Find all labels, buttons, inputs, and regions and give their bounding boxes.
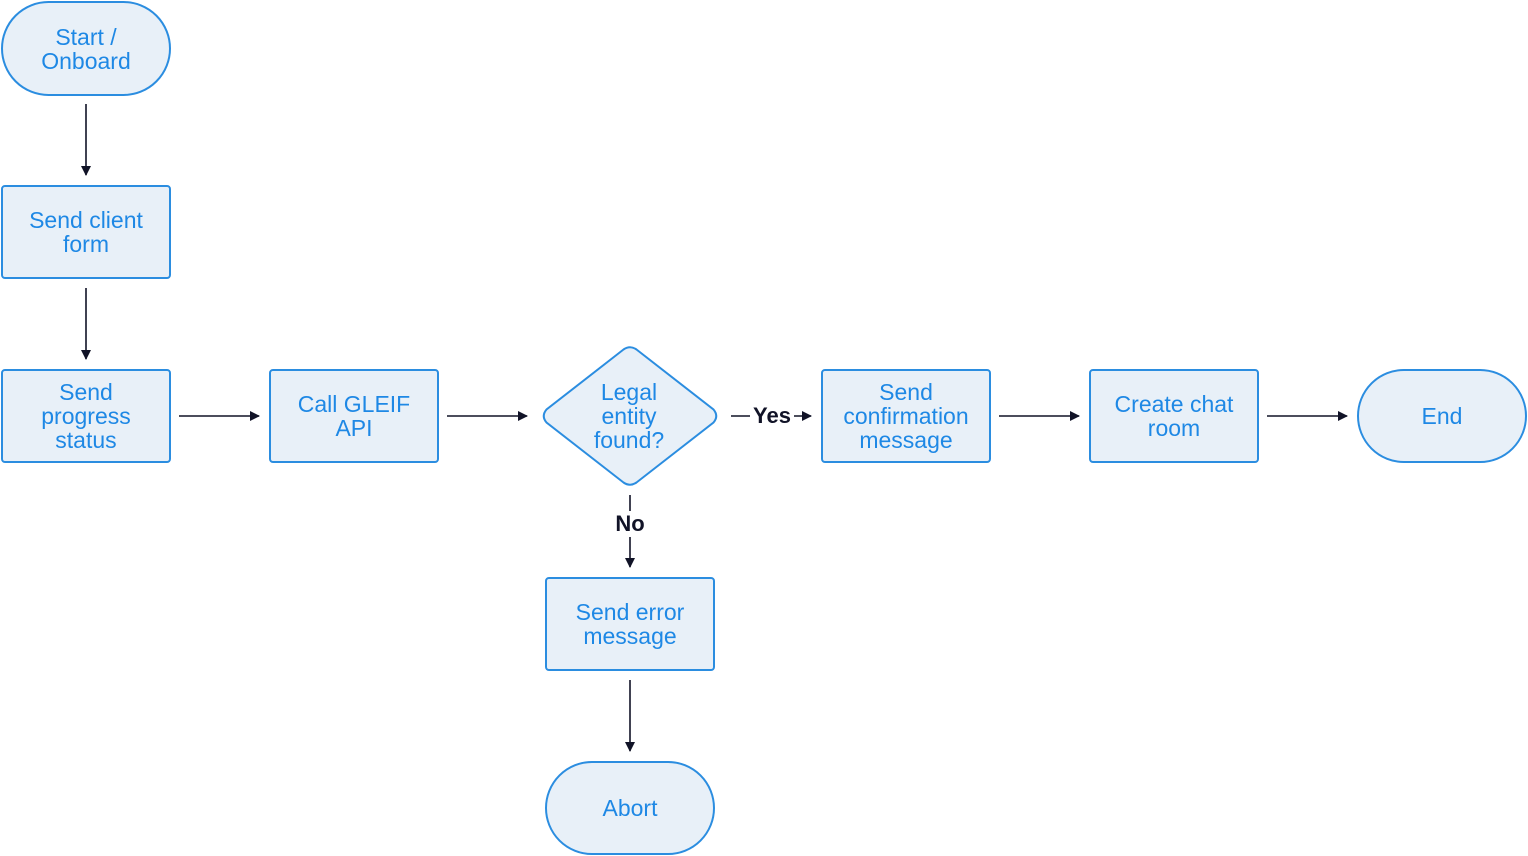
no-label: No (611, 511, 649, 537)
create-chat-room-node: Create chat room (1089, 369, 1259, 463)
end-node: End (1357, 369, 1527, 463)
send-progress-status-node: Send progress status (1, 369, 171, 463)
yes-label: Yes (750, 403, 794, 429)
call-gleif-api-node: Call GLEIF API (269, 369, 439, 463)
decision-diamond (542, 346, 718, 486)
abort-node: Abort (545, 761, 715, 855)
send-error-message-node: Send error message (545, 577, 715, 671)
send-confirmation-message-node: Send confirmation message (821, 369, 991, 463)
start-node: Start / Onboard (1, 1, 171, 96)
send-client-form-node: Send client form (1, 185, 171, 279)
decision-label: Legal entity found? (593, 379, 665, 453)
